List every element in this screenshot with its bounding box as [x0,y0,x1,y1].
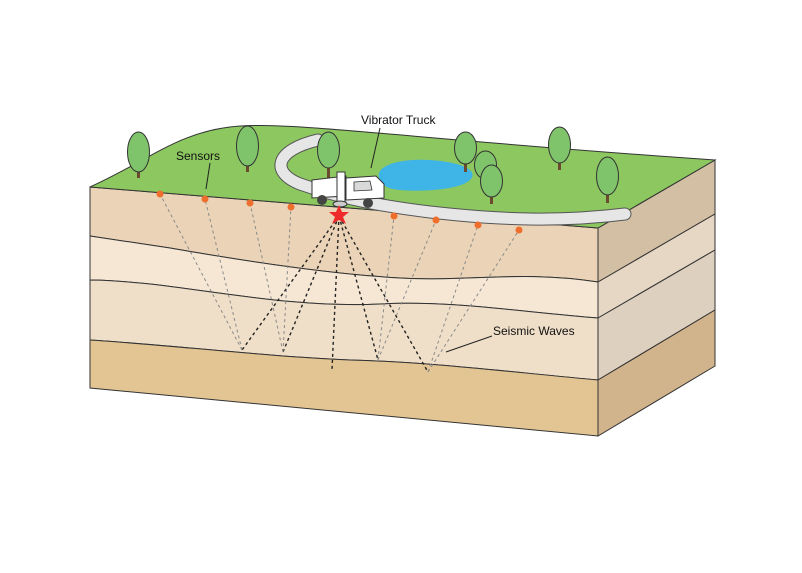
sensors-leader [205,162,211,190]
tree-icon [236,125,259,172]
sensor-dot-icon [287,203,295,211]
trees [127,125,619,204]
sensor-dot-icon [474,221,482,229]
sensor-dot-icon [432,216,440,224]
star-icon [329,205,349,224]
seismic-waves-leader [445,335,493,353]
seismic-wave-paths [159,193,520,373]
front-layer-bottom [89,339,599,437]
tree-icon [480,164,503,204]
sensor-dot-icon [246,199,254,207]
downgoing-waves [241,215,429,373]
reflected-waves [159,193,520,373]
truck-icon [311,171,385,208]
vibrator-truck-leader [370,127,381,169]
tree-icon [548,126,571,170]
tree-icon [596,156,619,203]
tree-icon [317,131,340,178]
sensor-dot-icon [515,226,523,234]
block-side-face [597,159,716,437]
sensor-dot-icon [156,190,164,198]
tree-icon [454,131,477,172]
label-leaders [205,127,493,353]
tree-icon [127,131,150,178]
sensor-dot-icon [201,195,209,203]
vibrator-truck-label: Vibrator Truck [361,113,436,127]
sensors-label: Sensors [176,149,220,163]
seismic-waves-label: Seismic Waves [493,324,575,338]
pond [378,159,473,191]
sensors [156,190,523,234]
sensor-dot-icon [390,212,398,220]
block-front-face [89,186,599,437]
